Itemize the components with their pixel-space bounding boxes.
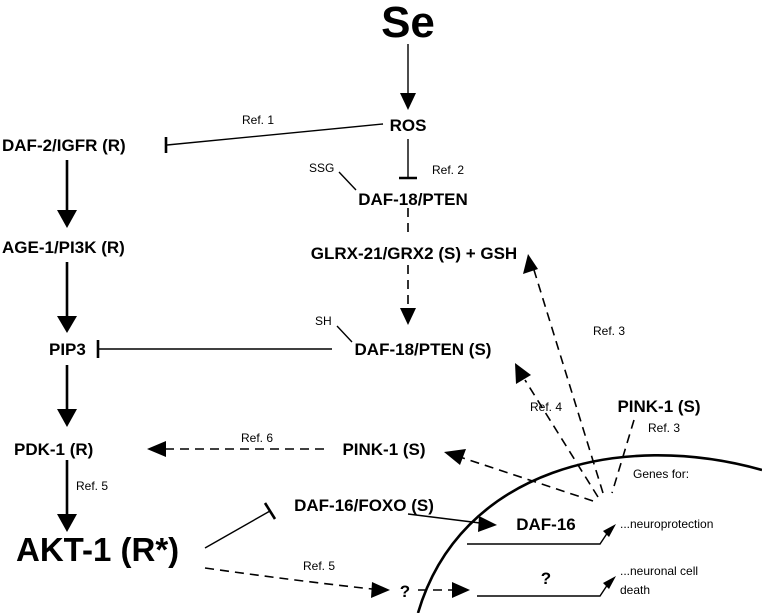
label-gene-death-1: ...neuronal cell (620, 564, 698, 578)
gene-arrow-death (477, 583, 609, 597)
arrowhead-gene-neuroprotection (603, 524, 616, 537)
label-ssg: SSG (309, 161, 334, 175)
arrowhead-se-ros (400, 93, 416, 110)
sh-bond (336, 325, 353, 343)
label-gene-neuroprotection: ...neuroprotection (620, 517, 713, 531)
arrowhead-pip3-pdk1 (57, 409, 77, 427)
label-genes-header: Genes for: (633, 467, 689, 481)
label-akt1: AKT-1 (R*) (16, 531, 179, 568)
label-ref4: Ref. 4 (530, 400, 562, 414)
dash-pink1-nucleus (611, 419, 635, 494)
arrowhead-pink1-pdk1 (147, 441, 166, 457)
arrowhead-age1-pip3 (57, 316, 77, 333)
label-daf16foxo: DAF-16/FOXO (S) (294, 496, 434, 515)
label-ros: ROS (390, 116, 427, 135)
label-ref3-lower: Ref. 3 (648, 421, 680, 435)
label-daf2: DAF-2/IGFR (R) (2, 136, 126, 155)
dash-nucleus-pink1 (459, 456, 594, 502)
arrowhead-nucleus-daf18s (515, 363, 531, 384)
label-sh: SH (315, 314, 332, 328)
inhibit-akt1-daf16foxo (204, 510, 271, 549)
arrowhead-daf16foxo-daf16 (478, 516, 497, 532)
inhibit-ros-daf2 (166, 123, 384, 146)
dash-akt1-q (204, 567, 373, 590)
label-ref3-upper: Ref. 3 (593, 324, 625, 338)
label-age1: AGE-1/PI3K (R) (2, 238, 125, 257)
arrowhead-nucleus-pink1 (444, 449, 466, 465)
label-ref6: Ref. 6 (241, 431, 273, 445)
dash-nucleus-daf18s (524, 379, 599, 498)
arrowhead-pdk1-akt1 (57, 514, 77, 532)
label-ref2: Ref. 2 (432, 163, 464, 177)
arrowhead-daf2-age1 (57, 210, 77, 228)
label-pdk1: PDK-1 (R) (14, 440, 93, 459)
arrowhead-q-nucleus (452, 582, 470, 598)
arrow-daf16foxo-daf16 (407, 513, 481, 524)
label-glrx: GLRX-21/GRX2 (S) + GSH (311, 244, 517, 263)
label-pip3: PIP3 (49, 340, 86, 359)
label-gene-death-2: death (620, 583, 650, 597)
arrowhead-nucleus-glrx (523, 254, 538, 274)
label-ref1: Ref. 1 (242, 113, 274, 127)
dash-nucleus-glrx (533, 269, 604, 494)
label-q-nucleus: ? (541, 569, 551, 588)
label-pink1-right: PINK-1 (S) (617, 397, 700, 416)
arrowhead-akt1-q (371, 582, 390, 598)
label-q-small: ? (400, 582, 410, 601)
label-se: Se (381, 0, 435, 47)
label-pink1-mid: PINK-1 (S) (342, 440, 425, 459)
nucleus-boundary (416, 454, 762, 613)
label-ref5-bottom: Ref. 5 (303, 559, 335, 573)
label-daf18-top: DAF-18/PTEN (358, 190, 468, 209)
label-ref5-left: Ref. 5 (76, 479, 108, 493)
inhibit-bar-daf16foxo (263, 502, 277, 520)
arrowhead-glrx-daf18s (400, 308, 416, 325)
ssg-bond (338, 171, 357, 191)
label-daf18-s: DAF-18/PTEN (S) (355, 340, 492, 359)
label-daf16: DAF-16 (516, 515, 576, 534)
arrowhead-gene-death (603, 576, 616, 589)
gene-arrow-neuroprotection (467, 531, 609, 545)
